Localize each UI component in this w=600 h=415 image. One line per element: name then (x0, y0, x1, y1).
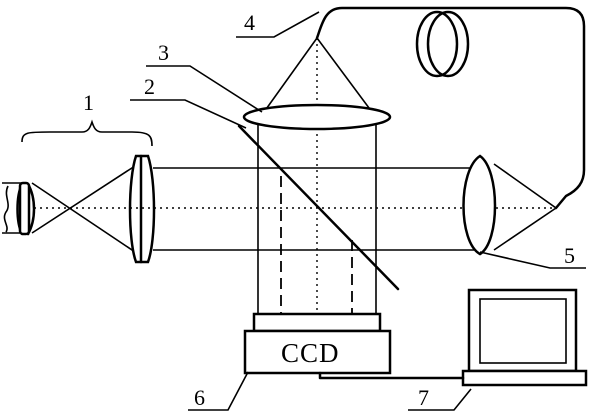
optical-fiber (315, 6, 586, 210)
data-cable (318, 371, 465, 380)
label-5: 5 (564, 243, 575, 268)
laser-input (2, 181, 36, 236)
collimating-lens (128, 154, 156, 264)
vertical-beam (257, 38, 377, 314)
top-lens (242, 103, 392, 131)
ccd-camera (243, 312, 392, 375)
top-focus-cone (263, 36, 373, 113)
beam-splitter (237, 124, 400, 291)
leader-lines (130, 11, 586, 411)
expander-rays (31, 160, 139, 258)
right-lens (462, 154, 558, 256)
horizontal-beam (34, 167, 556, 251)
label-6: 6 (194, 385, 205, 410)
label-1: 1 (83, 90, 94, 115)
label-3: 3 (158, 40, 169, 65)
ccd-label: CCD (281, 338, 340, 368)
label-7: 7 (418, 385, 429, 410)
computer (461, 288, 588, 387)
beam-expander-bracket (21, 119, 153, 147)
label-2: 2 (144, 74, 155, 99)
label-4: 4 (244, 10, 255, 35)
